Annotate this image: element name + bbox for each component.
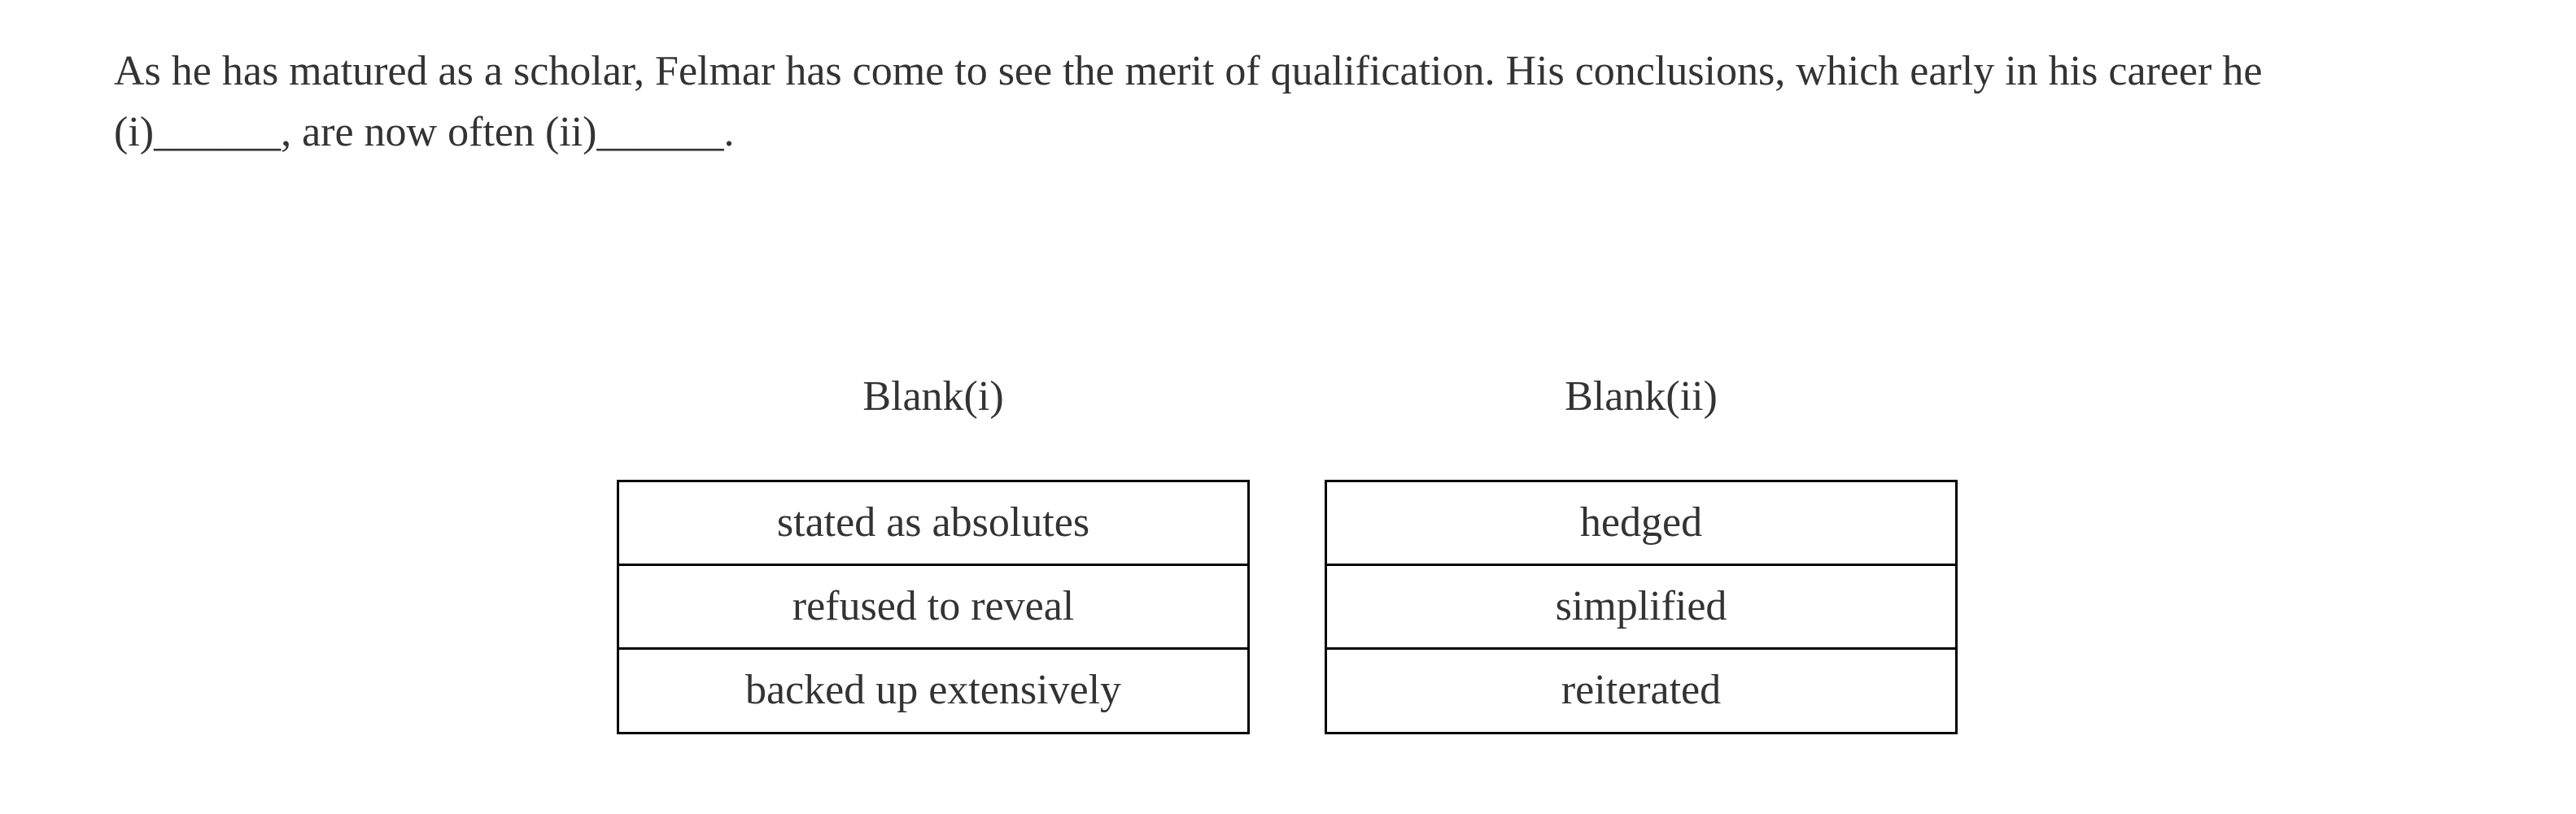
blank-i-column: Blank(i) stated as absolutes refused to … xyxy=(617,366,1250,734)
blank-ii-choice-simplified[interactable]: simplified xyxy=(1327,566,1955,650)
blank-ii-choice-reiterated[interactable]: reiterated xyxy=(1561,667,1722,713)
blank-i-choices: stated as absolutes refused to reveal ba… xyxy=(617,480,1250,734)
blank-ii-column: Blank(ii) hedged simplified reiterated xyxy=(1325,366,1958,734)
blank-i-choice-stated-as-absolutes[interactable]: stated as absolutes xyxy=(619,482,1247,566)
answer-area: Blank(i) stated as absolutes refused to … xyxy=(617,366,1958,734)
blank-ii-choice-hedged[interactable]: hedged xyxy=(1327,482,1955,566)
blank-i-choice-refused-to-reveal[interactable]: refused to reveal xyxy=(619,566,1247,650)
blank-i-choice-backed-up-extensively[interactable]: backed up extensively xyxy=(744,667,1122,713)
blank-i-header: Blank(i) xyxy=(862,373,1004,420)
blank-ii-choices: hedged simplified reiterated xyxy=(1325,480,1958,734)
blank-ii-header: Blank(ii) xyxy=(1565,373,1718,420)
question-text: As he has matured as a scholar, Felmar h… xyxy=(114,48,2263,155)
